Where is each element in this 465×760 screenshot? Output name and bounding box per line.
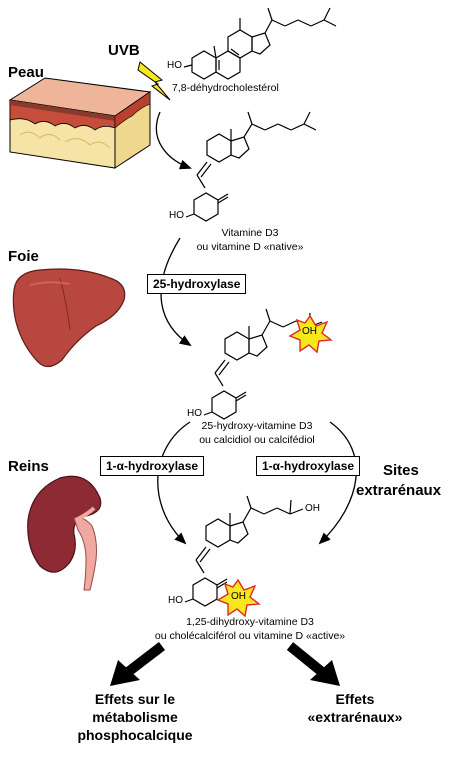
molecule-dehydrocholesterol [183, 7, 337, 80]
added-hydroxyl-label: OH [302, 326, 317, 337]
highlight-star-icon [288, 314, 333, 354]
organ-label-liver: Foie [8, 248, 39, 265]
effect-line: «extrarénaux» [307, 709, 403, 725]
effect-line: phosphocalcique [77, 727, 193, 743]
side-hydroxyl-label: OH [305, 503, 320, 514]
caption-line: ou vitamine D «native» [196, 241, 304, 253]
caption-line: Vitamine D3 [221, 227, 279, 239]
arrow-to-right-effect [286, 642, 340, 686]
highlight-star-icon [216, 578, 261, 618]
caption-precursor: 7,8-déhydrocholestérol [172, 82, 279, 94]
uvb-lightning-icon [137, 61, 171, 101]
liver-illustration [12, 268, 126, 368]
enzyme-box-kidney: 1-α-hydroxylase [100, 456, 205, 476]
caption-calcitriol: 1,25-dihydroxy-vitamine D3 ou cholécalci… [135, 615, 365, 643]
organ-label-kidneys: Reins [8, 458, 49, 475]
enzyme-box-liver: 25-hydroxylase [147, 274, 247, 294]
effect-line: Effets [335, 691, 375, 707]
hydroxyl-label: HO [169, 210, 184, 221]
caption-line: ou calcidiol ou calcifédiol [199, 434, 315, 446]
arrow-extrarenal-path [318, 421, 357, 545]
caption-line: ou cholécalciférol ou vitamine D «active… [154, 630, 346, 642]
kidney-illustration [27, 475, 102, 591]
arrow-kidney-path [157, 421, 191, 545]
added-hydroxyl-label: OH [231, 591, 246, 602]
molecule-calcitriol [184, 495, 304, 607]
caption-line: 25-hydroxy-vitamine D3 [201, 420, 313, 432]
arrow-to-left-effect [110, 642, 166, 686]
skin-illustration [8, 77, 152, 169]
uvb-label: UVB [108, 42, 140, 59]
hydroxyl-label: HO [167, 60, 182, 71]
organ-label-skin: Peau [8, 64, 44, 81]
caption-line: 1,25-dihydroxy-vitamine D3 [186, 616, 314, 628]
hydroxyl-label: HO [187, 408, 202, 419]
caption-calcidiol: 25-hydroxy-vitamine D3 ou calcidiol ou c… [184, 419, 330, 447]
effect-line: Effets sur le [94, 691, 176, 707]
organ-label-extrarenal-2: extrarénaux [356, 482, 442, 499]
arrow-skin-to-vitd3 [155, 111, 192, 170]
organ-label-extrarenal-1: Sites [383, 462, 419, 479]
arrow-vitd3-to-calcidiol [160, 237, 192, 347]
enzyme-box-extrarenal: 1-α-hydroxylase [256, 456, 361, 476]
effect-line: métabolisme [92, 709, 178, 725]
effect-phosphocalcic: Effets sur le métabolisme phosphocalciqu… [55, 690, 215, 744]
effect-extrarenal: Effets «extrarénaux» [290, 690, 420, 726]
molecule-vitamin-d3 [185, 111, 317, 222]
caption-vitamin-d3: Vitamine D3 ou vitamine D «native» [180, 226, 320, 254]
hydroxyl-label: HO [168, 595, 183, 606]
